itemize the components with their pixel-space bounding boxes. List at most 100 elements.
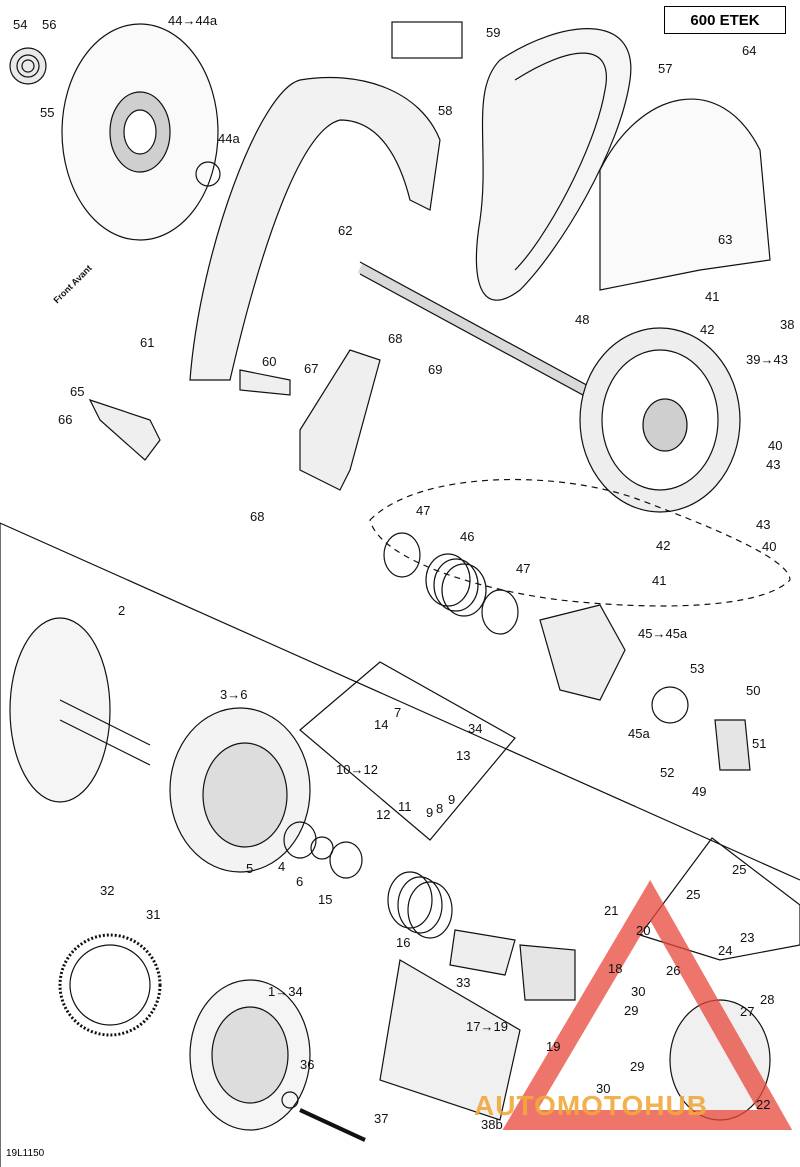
cam-45: [539, 604, 626, 701]
callout-c42a: 42: [700, 322, 715, 337]
belt-guard-63: [599, 98, 771, 291]
callout-c19: 19: [546, 1039, 561, 1054]
callout-c29a: 29: [624, 1003, 639, 1018]
callout-c26: 26: [666, 963, 681, 978]
watermark-text: AUTOMOTOHUB: [474, 1090, 708, 1121]
callout-c32: 32: [100, 883, 115, 898]
callout-c40a: 40: [768, 438, 783, 453]
callout-c57: 57: [658, 61, 673, 76]
washer-47-top: [383, 532, 421, 578]
bracket-60: [239, 369, 291, 396]
ring-gear-31: [58, 933, 162, 1037]
callout-c1: 1→34: [268, 984, 303, 999]
callout-c54: 54: [13, 17, 28, 32]
spring-46: [425, 553, 487, 617]
callout-c46: 46: [460, 529, 475, 544]
callout-c38b: 38b: [481, 1117, 503, 1132]
callout-c63: 63: [718, 232, 733, 247]
callout-c9b: 9: [426, 805, 434, 820]
drive-pulley-1: [189, 979, 311, 1131]
callout-c53: 53: [690, 661, 705, 676]
callout-c4: 4: [278, 859, 286, 874]
callout-c61: 61: [140, 335, 155, 350]
callout-c10: 10→12: [336, 762, 378, 777]
callout-c31: 31: [146, 907, 161, 922]
callout-c68a: 68: [388, 331, 403, 346]
callout-c24: 24: [718, 943, 733, 958]
drive-belt-57: [475, 28, 632, 301]
spider-17: [519, 944, 576, 1001]
callout-c45: 45→45a: [638, 626, 688, 641]
callout-c59: 59: [486, 25, 501, 40]
callout-c65: 65: [70, 384, 85, 399]
washer-36: [281, 1091, 299, 1109]
callout-c41b: 41: [652, 573, 667, 588]
lever-detail-box: [299, 661, 516, 841]
callout-c38: 38: [780, 317, 795, 332]
bearing-54: [9, 47, 47, 85]
callout-c60: 60: [262, 354, 277, 369]
arm-detail-box: [639, 837, 800, 961]
callout-c42b: 42: [656, 538, 671, 553]
callout-c43b: 43: [756, 517, 771, 532]
callout-c27: 27: [740, 1004, 755, 1019]
brake-disc-39: [579, 327, 741, 513]
callout-c30a: 30: [631, 984, 646, 999]
callout-c47a: 47: [416, 503, 431, 518]
model-label: 600 ETEK: [664, 6, 786, 34]
callout-c48: 48: [575, 312, 590, 327]
seal-15: [329, 841, 363, 879]
callout-c40b: 40: [762, 539, 777, 554]
callout-c49: 49: [692, 784, 707, 799]
callout-c21: 21: [604, 903, 619, 918]
callout-c67: 67: [304, 361, 319, 376]
callout-c9a: 9: [448, 792, 456, 807]
spring-16: [387, 871, 453, 939]
bracket-65: [88, 398, 161, 461]
ring-44a: [195, 161, 221, 187]
callout-c68b: 68: [250, 509, 265, 524]
callout-c33: 33: [456, 975, 471, 990]
callout-c14: 14: [374, 717, 389, 732]
hidden-path: [369, 478, 791, 607]
housing-49: [714, 719, 751, 771]
callout-c44a: 44a: [218, 131, 240, 146]
callout-c17: 17→19: [466, 1019, 508, 1034]
tool-38b: [379, 959, 521, 1121]
callout-c69: 69: [428, 362, 443, 377]
callout-c16: 16: [396, 935, 411, 950]
callout-c29b: 29: [630, 1059, 645, 1074]
callout-c44: 44→44a: [168, 13, 218, 28]
callout-c2: 2: [118, 603, 126, 618]
circlip-6: [310, 836, 334, 860]
callout-c15: 15: [318, 892, 333, 907]
guard-bracket-58: [189, 76, 441, 381]
callout-c6: 6: [296, 874, 304, 889]
decal-59: [391, 21, 463, 59]
callout-c7: 7: [394, 705, 402, 720]
washer-47-bottom: [481, 589, 519, 635]
callout-c43a: 43: [766, 457, 781, 472]
cover-33: [449, 929, 516, 976]
drawing-id: 19L1150: [6, 1148, 45, 1159]
puller-bolt-37: [299, 1108, 366, 1142]
callout-c41a: 41: [705, 289, 720, 304]
sliding-sheave-3: [169, 707, 311, 873]
callout-c36: 36: [300, 1057, 315, 1072]
callout-c12: 12: [376, 807, 391, 822]
callout-c45a: 45a: [628, 726, 650, 741]
driven-sheave-44: [61, 23, 219, 241]
callout-c66: 66: [58, 412, 73, 427]
lower-assembly-frame: [0, 522, 800, 881]
callout-c30b: 30: [596, 1081, 611, 1096]
callout-c37: 37: [374, 1111, 389, 1126]
callout-c39: 39→43: [746, 352, 788, 367]
callout-c23: 23: [740, 930, 755, 945]
callout-c62: 62: [338, 223, 353, 238]
watermark-triangle: [502, 880, 793, 1130]
callout-c18: 18: [608, 961, 623, 976]
callout-c25b: 25: [686, 887, 701, 902]
callout-c56: 56: [42, 17, 57, 32]
